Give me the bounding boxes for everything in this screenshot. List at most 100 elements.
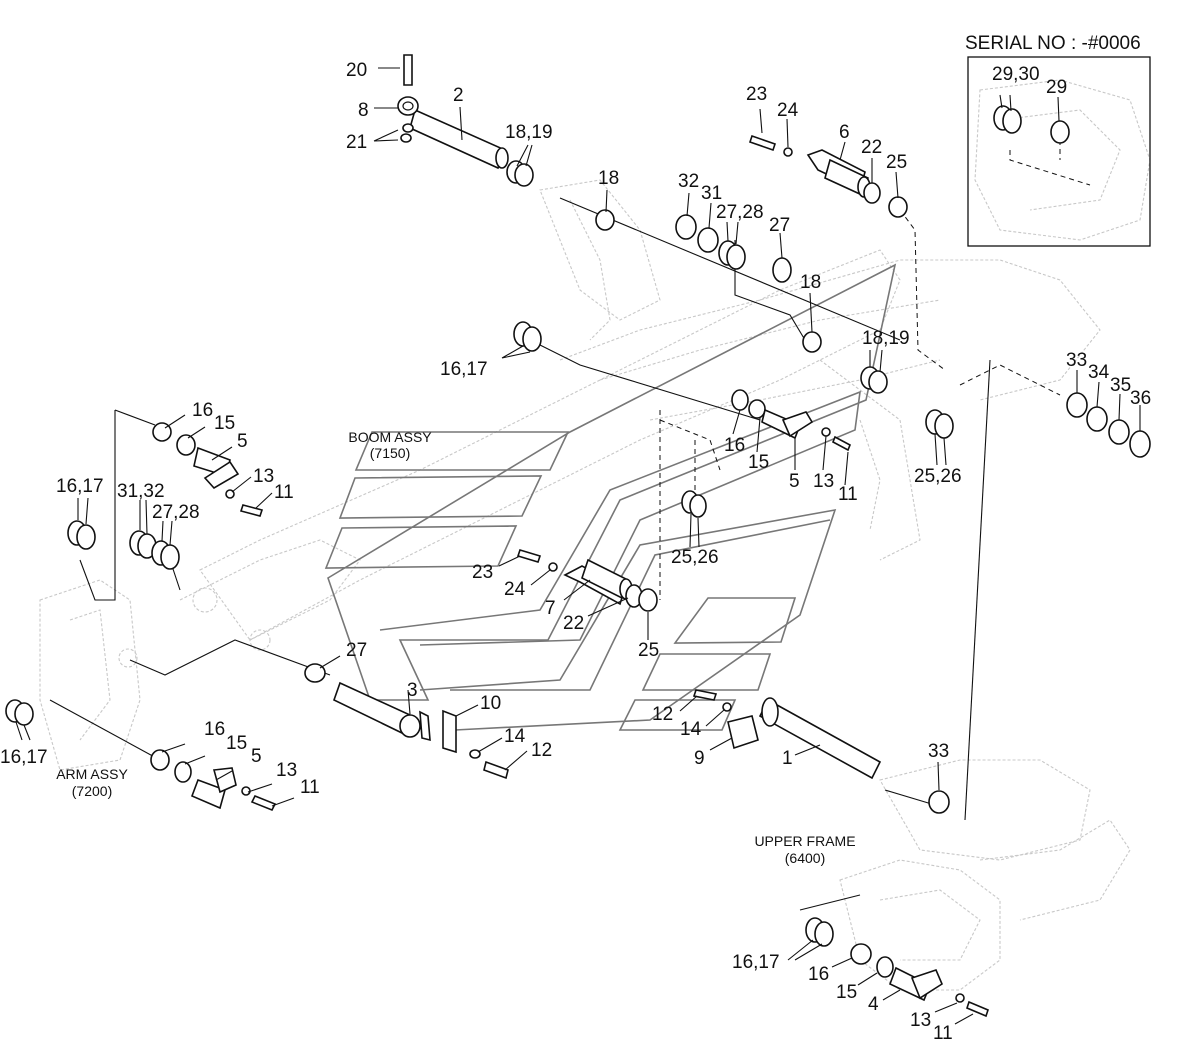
callout: 24 [777, 100, 799, 121]
callout: 18,19 [505, 122, 553, 143]
pin-5-mid [731, 389, 852, 452]
callout: 7 [545, 598, 556, 619]
callout: 5 [789, 471, 800, 492]
callout: 14 [504, 726, 526, 747]
washer-16-17d [76, 524, 96, 550]
washer-18a [595, 209, 615, 231]
washer-29 [1050, 120, 1070, 144]
callout: 16 [808, 964, 829, 985]
callout: 11 [274, 482, 294, 503]
callout: 33 [928, 741, 949, 762]
callout: 1 [782, 748, 793, 769]
callout: 27,28 [716, 202, 764, 223]
callout: 23 [472, 562, 493, 583]
pin-4 [805, 917, 989, 1018]
pin-1 [692, 689, 950, 814]
washer-28a [726, 244, 746, 270]
pin-7 [516, 549, 658, 612]
callout: 25 [638, 640, 659, 661]
callout: 25,26 [671, 547, 719, 568]
callout: 4 [868, 994, 879, 1015]
callout: 15 [836, 982, 857, 1003]
washer-27-28d [160, 544, 180, 570]
callout: 10 [480, 693, 501, 714]
arm-assy-label: ARM ASSY [56, 766, 128, 782]
callout: 12 [652, 704, 673, 725]
callout: 15 [748, 452, 769, 473]
washer-33a [1066, 392, 1088, 418]
washer-29-30b [1002, 108, 1022, 134]
callout: 6 [839, 122, 850, 143]
pin-3 [304, 663, 509, 780]
callout: 3 [407, 680, 418, 701]
callout: 29,30 [992, 64, 1040, 85]
parts [5, 54, 1151, 1018]
callout: 25 [886, 152, 907, 173]
background-ghost-drawing [39, 79, 1151, 991]
callout: 31 [701, 183, 722, 204]
callout: 16 [724, 435, 745, 456]
callout: 13 [910, 1010, 931, 1031]
callout: 23 [746, 84, 767, 105]
boom-assy-label: BOOM ASSY [348, 429, 432, 445]
washer-25-26d [689, 494, 707, 518]
upper-frame-code: (6400) [785, 850, 825, 866]
washer-31 [697, 227, 719, 253]
callout: 29 [1046, 77, 1067, 98]
callout: 11 [300, 777, 320, 798]
callout: 24 [504, 579, 526, 600]
callout: 2 [453, 85, 464, 106]
pin-6 [748, 134, 908, 218]
callout: 8 [358, 100, 369, 121]
callout: 14 [680, 719, 702, 740]
washer-34 [1086, 406, 1108, 432]
callout: 32 [678, 171, 699, 192]
callout: 20 [346, 60, 367, 81]
assembly-lines [49, 140, 1091, 911]
callout: 9 [694, 748, 705, 769]
callout: 18 [598, 168, 619, 189]
callout: 35 [1110, 375, 1131, 396]
callout: 13 [253, 466, 274, 487]
callout: 31,32 [117, 481, 165, 502]
callout: 34 [1088, 362, 1110, 383]
upper-frame-label: UPPER FRAME [754, 833, 855, 849]
callout: 11 [933, 1023, 953, 1044]
boom-assy-code: (7150) [370, 445, 410, 461]
pin-5-left-bottom [150, 749, 277, 812]
callout: 16,17 [0, 747, 48, 768]
callout: 27 [769, 215, 790, 236]
washer-32 [675, 214, 697, 240]
washer-35 [1108, 419, 1130, 445]
callout: 27 [346, 640, 367, 661]
callout: 33 [1066, 350, 1087, 371]
washer-18-19b [868, 370, 888, 394]
arm-assy-code: (7200) [72, 783, 112, 799]
serial-inset-box [967, 56, 1151, 247]
washer-16-17f [14, 702, 34, 726]
callout: 11 [838, 484, 858, 505]
pin-2 [397, 54, 534, 187]
callout: 16,17 [440, 359, 488, 380]
washer-25-26b [934, 413, 954, 439]
pin-5-left-top [152, 422, 264, 517]
callout: 18 [800, 272, 821, 293]
washer-27b [772, 257, 792, 283]
callout: 15 [214, 413, 235, 434]
callout: 5 [237, 431, 248, 452]
callout: 5 [251, 746, 262, 767]
washer-18b [802, 331, 822, 353]
callout: 22 [563, 613, 584, 634]
callout: 16 [204, 719, 225, 740]
callout: 22 [861, 137, 882, 158]
boom-plate-outlines [324, 263, 897, 731]
callout: 18,19 [862, 328, 910, 349]
callout-labels: 20 8 21 2 18,19 18 23 24 6 22 25 32 31 2… [0, 60, 1151, 1044]
callout: 13 [276, 760, 297, 781]
callout: 15 [226, 733, 247, 754]
callout: 13 [813, 471, 834, 492]
callout: 25,26 [914, 466, 962, 487]
callout: 16 [192, 400, 213, 421]
